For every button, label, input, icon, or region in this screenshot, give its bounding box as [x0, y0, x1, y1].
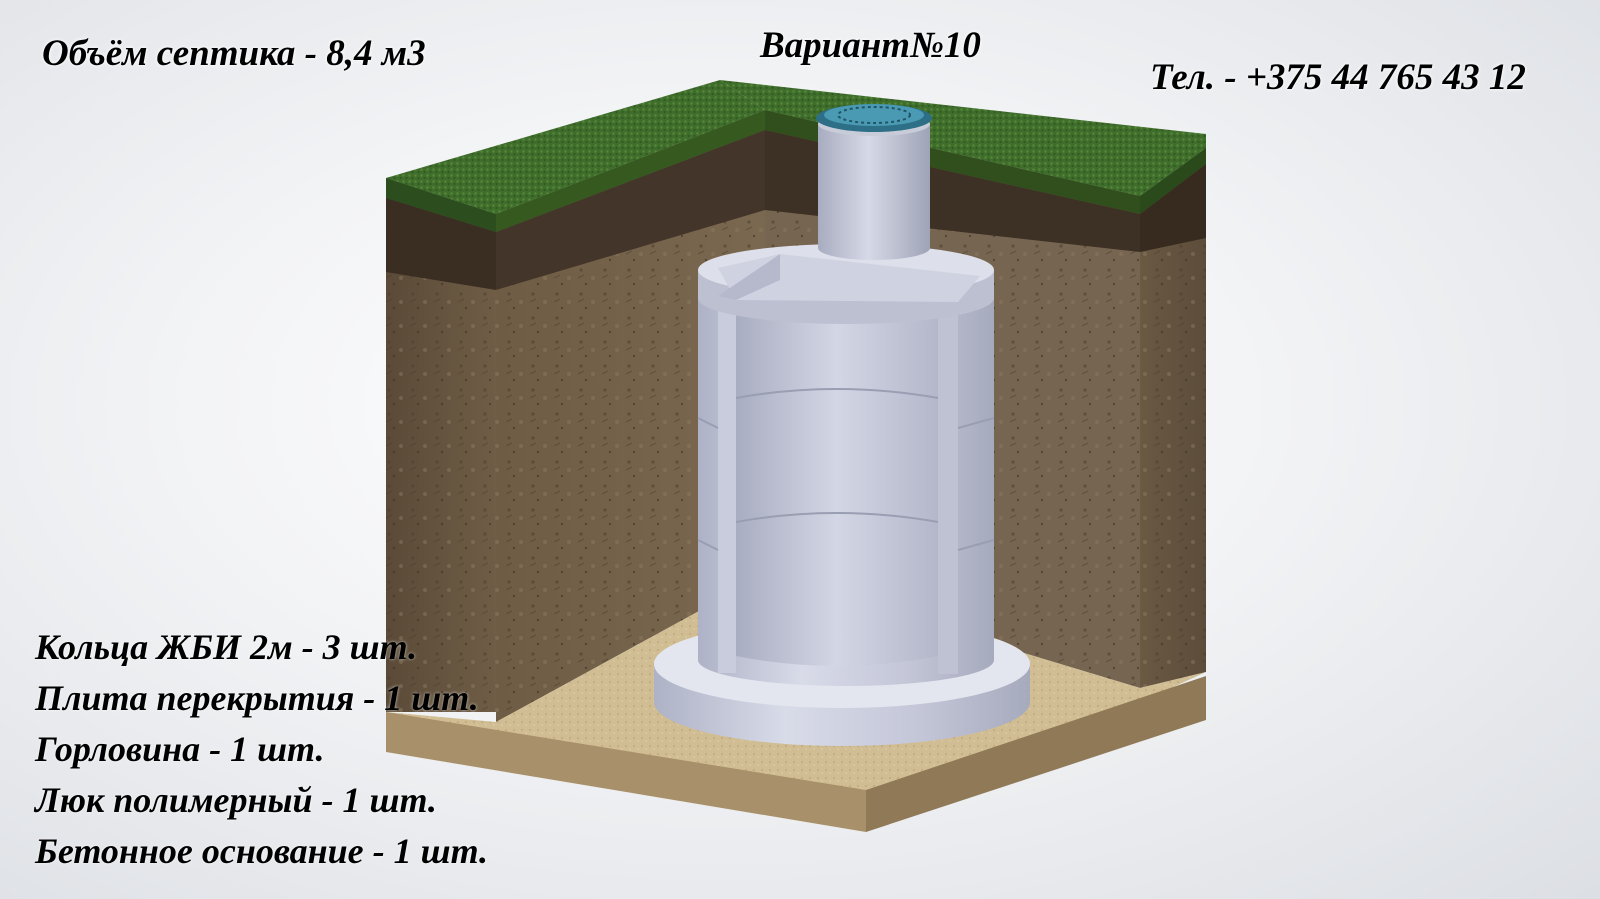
- soil-right-face-texture: [1140, 148, 1206, 688]
- ring-joint-lower: [697, 512, 995, 551]
- hatch-lid-pattern: [837, 106, 911, 124]
- cover-slab-cut-face: [718, 254, 780, 300]
- parts-list-item: Кольца ЖБИ 2м - 3 шт.: [35, 627, 418, 667]
- grass-edge-left: [386, 178, 496, 232]
- topsoil-right: [1140, 164, 1206, 252]
- variant-title: Вариант№10: [760, 25, 981, 66]
- grass-edge-back-left: [496, 110, 765, 232]
- parts-list-item: Люк полимерный - 1 шт.: [35, 780, 437, 820]
- polymer-hatch: [816, 104, 932, 132]
- cover-slab-cutaway: [718, 254, 980, 302]
- ring-cut-edge-left: [718, 295, 736, 673]
- parts-list-item: Плита перекрытия - 1 шт.: [35, 678, 479, 718]
- parts-list: Кольца ЖБИ 2м - 3 шт. Плита перекрытия -…: [35, 622, 488, 877]
- ring-inner-cutaway: [736, 293, 938, 666]
- neck: [818, 112, 930, 260]
- soil-left-face-texture: [386, 178, 496, 712]
- phone-number: Тел. - +375 44 765 43 12: [1150, 57, 1526, 98]
- concrete-rings: [697, 244, 995, 686]
- tank-volume-label: Объём септика - 8,4 м3: [42, 33, 426, 74]
- topsoil-left: [386, 198, 496, 290]
- topsoil-back-left: [496, 130, 765, 290]
- grass-surface: [386, 80, 765, 214]
- base-front-right: [866, 676, 1206, 832]
- ring-joint-upper: [697, 388, 995, 429]
- base-front-left: [386, 712, 866, 832]
- parts-list-item: Бетонное основание - 1 шт.: [35, 831, 489, 871]
- neck-body: [818, 124, 930, 260]
- parts-list-item: Горловина - 1 шт.: [35, 729, 325, 769]
- ring-cut-edge-right: [938, 296, 958, 674]
- grass-edge-right: [1140, 148, 1206, 214]
